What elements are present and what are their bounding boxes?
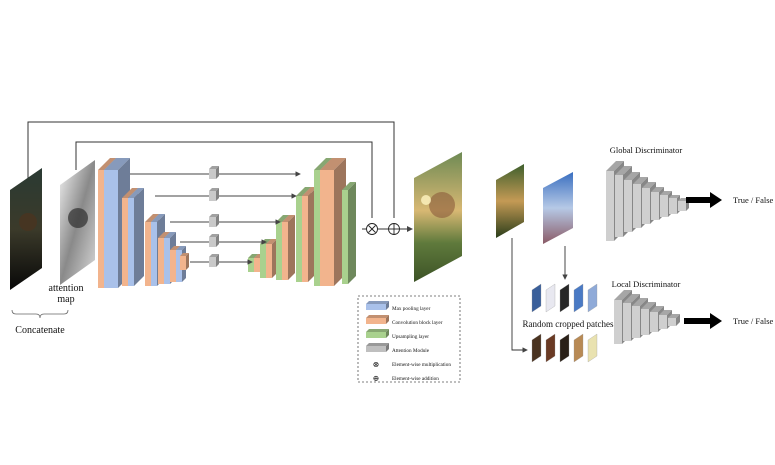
fake-patch-2 bbox=[545, 333, 556, 363]
legend-symbol-6: ⊕ bbox=[373, 374, 380, 383]
legend-swatch-4 bbox=[366, 343, 389, 352]
legend-label-2: Convolution block layer bbox=[392, 320, 443, 326]
attention-map-label: attention map bbox=[49, 283, 84, 305]
attention-map-label-line2: map bbox=[57, 294, 74, 305]
decoder-conv-block-2 bbox=[266, 239, 277, 278]
legend-label-1: Max pooling layer bbox=[392, 306, 431, 312]
decoder-conv-block-3 bbox=[282, 215, 295, 280]
concatenate-label: Concatenate bbox=[15, 325, 65, 336]
real-patch-5 bbox=[587, 283, 598, 313]
patch-arrows bbox=[511, 238, 568, 353]
element-wise-addition-symbol bbox=[388, 223, 400, 235]
decoder-layers bbox=[248, 158, 356, 286]
real-patch-4 bbox=[573, 283, 584, 313]
decoder-output-layer bbox=[342, 182, 356, 284]
real-patch-3 bbox=[559, 283, 570, 313]
attention-module-2 bbox=[209, 188, 219, 201]
input-low-light-image bbox=[10, 168, 42, 290]
discriminator-input-real bbox=[543, 172, 573, 244]
real-patch-1 bbox=[531, 283, 542, 313]
bottleneck-conv-block bbox=[180, 253, 189, 270]
attention-module-1 bbox=[209, 166, 219, 179]
local-output-arrow bbox=[684, 313, 722, 329]
random-cropped-patches-label: Random cropped patches bbox=[523, 319, 614, 329]
legend-symbol-5: ⊗ bbox=[373, 360, 380, 369]
encoder-max-pool-2 bbox=[128, 188, 144, 286]
local-true-false-label: True / False bbox=[733, 316, 774, 326]
cropped-patches bbox=[531, 283, 598, 363]
legend-label-3: Upsampling layer bbox=[392, 334, 429, 340]
attention-module-3 bbox=[209, 214, 219, 227]
attention-module-5 bbox=[209, 254, 219, 267]
global-discriminator-label: Global Discriminator bbox=[610, 145, 683, 155]
encoder-layers bbox=[98, 158, 189, 288]
global-discriminator bbox=[606, 161, 689, 241]
real-patch-2 bbox=[545, 283, 556, 313]
legend-label-5: Element-wise multiplication bbox=[392, 362, 451, 368]
local-discriminator bbox=[614, 290, 680, 344]
global-output-arrow bbox=[686, 192, 722, 208]
concatenate-brace bbox=[11, 309, 69, 319]
local-disc-layer-7 bbox=[668, 314, 680, 326]
fake-patch-1 bbox=[531, 333, 542, 363]
legend-swatch-1 bbox=[366, 301, 389, 310]
legend-swatch-2 bbox=[366, 315, 389, 324]
element-wise-multiplication-symbol bbox=[366, 223, 378, 235]
fake-patch-3 bbox=[559, 333, 570, 363]
global-true-false-label: True / False bbox=[733, 195, 774, 205]
attention-map-image bbox=[60, 160, 95, 285]
attention-map-label-line1: attention bbox=[49, 283, 84, 294]
legend-label-6: Element-wise addition bbox=[392, 376, 439, 382]
fake-patch-4 bbox=[573, 333, 584, 363]
output-enhanced-image bbox=[414, 152, 462, 282]
attention-modules bbox=[130, 166, 301, 267]
legend-label-4: Attention Module bbox=[392, 348, 430, 354]
fake-patch-5 bbox=[587, 333, 598, 363]
attention-module-4 bbox=[209, 234, 219, 247]
legend-swatch-3 bbox=[366, 329, 389, 338]
skip-connections bbox=[27, 121, 413, 232]
local-discriminator-label: Local Discriminator bbox=[612, 279, 681, 289]
discriminator-input-small bbox=[496, 164, 524, 238]
